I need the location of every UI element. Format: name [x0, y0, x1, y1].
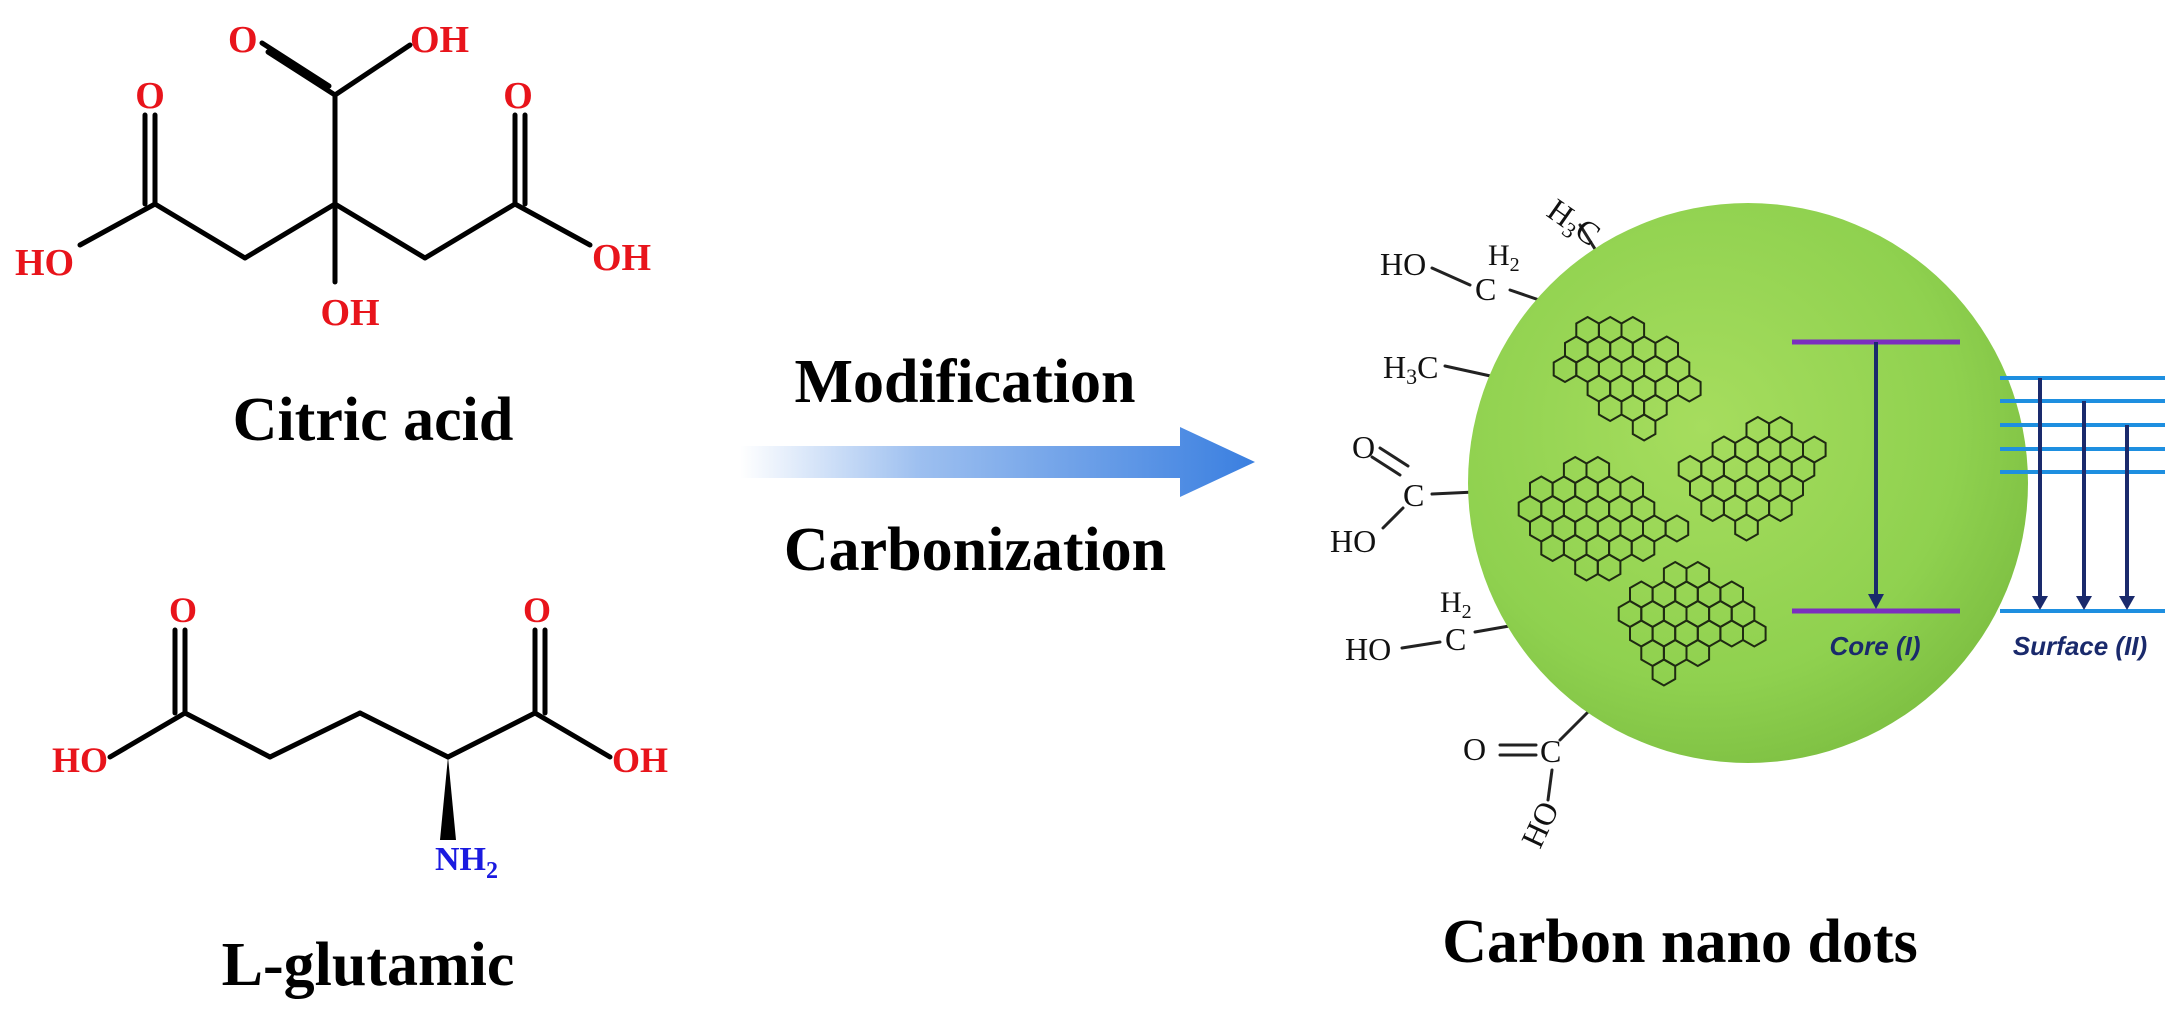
- group-ch3-top: H3C: [1539, 191, 1607, 256]
- group-cooh-left-c: C: [1403, 477, 1424, 513]
- surface-arrowhead-1: [2032, 596, 2048, 610]
- group-cooh-bottom-o: O: [1463, 731, 1486, 767]
- process-arrow-group: Modification Carbonization: [740, 348, 1255, 584]
- carbonization-label: Carbonization: [784, 516, 1166, 584]
- core-label: Core (I): [1830, 631, 1921, 661]
- citric-ho-left: HO: [15, 242, 74, 284]
- glutamic-nh2: NH2: [435, 841, 498, 884]
- surface-label: Surface (II): [2013, 631, 2147, 661]
- citric-oh-right: OH: [592, 237, 651, 279]
- citric-o-top: O: [228, 19, 258, 61]
- group-ch2oh-low-c: C: [1445, 621, 1466, 657]
- citric-acid-structure: O OH O O HO OH OH Citric acid: [15, 19, 651, 454]
- process-arrow: [740, 427, 1255, 497]
- group-cooh-left-ho: HO: [1330, 523, 1376, 559]
- citric-o-right: O: [503, 75, 533, 117]
- glutamic-structure: O O HO OH NH2 L-glutamic: [52, 590, 668, 999]
- core-transition-diagram: Core (I): [1792, 339, 1960, 661]
- group-cooh-bottom-c: C: [1540, 733, 1561, 769]
- group-ch2oh-top-ho: HO: [1380, 246, 1426, 282]
- group-ch2oh-top-c: C: [1475, 271, 1496, 307]
- group-ch3-mid: H3C: [1383, 349, 1438, 389]
- core-arrowhead: [1868, 594, 1884, 609]
- group-cooh-left-o: O: [1352, 429, 1375, 465]
- glutamic-o-left: O: [169, 590, 197, 630]
- surface-transition-diagram: Surface (II): [2000, 376, 2165, 661]
- group-cooh-bottom-ho: HO: [1514, 796, 1566, 853]
- citric-oh-center: OH: [320, 292, 379, 334]
- glutamic-oh-right: OH: [612, 740, 668, 780]
- citric-oh-top: OH: [410, 19, 469, 61]
- citric-o-left: O: [135, 75, 165, 117]
- glutamic-o-right: O: [523, 590, 551, 630]
- carbon-dot: H3C HO C H2 H3C C O HO C: [1330, 191, 2165, 976]
- modification-label: Modification: [795, 348, 1136, 416]
- wedge-bond: [440, 757, 456, 840]
- group-ch2oh-top-h2: H2: [1488, 239, 1520, 276]
- group-ch2oh-low-h2: H2: [1440, 586, 1472, 623]
- surface-arrowhead-2: [2076, 596, 2092, 610]
- glutamic-label: L-glutamic: [222, 931, 515, 999]
- surface-arrowhead-3: [2119, 596, 2135, 610]
- carbon-nano-dots-label: Carbon nano dots: [1442, 908, 1917, 976]
- group-ch2oh-low-ho: HO: [1345, 631, 1391, 667]
- glutamic-ho-left: HO: [52, 740, 108, 780]
- citric-acid-label: Citric acid: [233, 386, 514, 454]
